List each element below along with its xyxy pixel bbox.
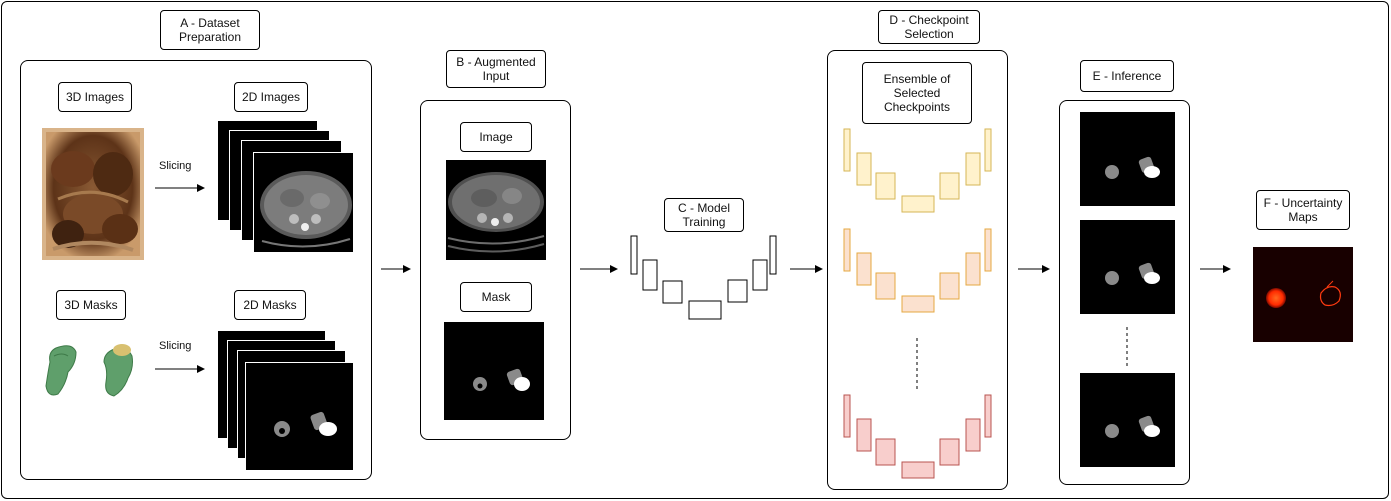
augmented-mask [444,322,544,420]
mask-slice-content [274,411,337,437]
slicing-label-top: Slicing [159,160,192,172]
unet-layer-block [901,195,935,213]
unet-layer-block [727,279,748,303]
unet-layer-block [939,272,960,300]
inference-output-1 [1080,112,1175,206]
2d-mask-stack [217,330,353,470]
unet-layer-block [630,235,638,275]
unet-layer-block [856,252,872,286]
unet-layer-block [901,295,935,313]
2d-image-stack [217,120,353,252]
unet-layer-block [642,259,658,291]
dataset-preparation-title: A - Dataset Preparation [160,10,260,50]
3d-mask-volumes [45,344,133,397]
unet-checkpoint-3 [843,394,992,479]
unet-layer-block [688,300,722,320]
inference-mask-n [1105,415,1160,438]
unet-checkpoint-1 [843,128,992,213]
ensemble-label: Ensemble of Selected Checkpoints [862,62,972,124]
unet-layer-block [984,128,992,172]
augmented-image [446,160,546,260]
2d-masks-label: 2D Masks [234,290,306,320]
image-label: Image [460,122,532,152]
unet-layer-block [939,172,960,200]
inference-title: E - Inference [1080,60,1174,92]
augmented-ct-slice [447,172,545,253]
ct-slice [260,171,352,248]
inference-output-2 [1080,220,1175,314]
uncertainty-map-content [1266,280,1341,308]
3d-image-volume [42,128,144,260]
unet-layer-block [769,235,777,275]
3d-masks-label: 3D Masks [56,290,126,320]
unet-layer-block [875,272,896,300]
unet-layer-block [662,280,683,304]
slicing-label-bottom: Slicing [159,340,192,352]
unet-layer-block [843,394,851,438]
model-training-title: C - Model Training [664,198,744,232]
unet-layer-block [901,461,935,479]
unet-layer-block [875,172,896,200]
unet-layer-block [875,438,896,466]
uncertainty-maps-title: F - Uncertainty Maps [1256,190,1350,230]
unet-layer-block [752,259,768,291]
unet-checkpoint-2 [843,228,992,313]
unet-model-training [630,235,777,320]
uncertainty-map [1253,247,1353,342]
unet-layer-block [856,418,872,452]
augmented-input-title: B - Augmented Input [446,50,546,88]
inference-mask-2 [1105,262,1160,285]
mask-slice-front [245,362,353,470]
unet-layer-block [965,418,981,452]
2d-images-label: 2D Images [234,82,308,112]
unet-layer-block [984,394,992,438]
unet-layer-block [843,128,851,172]
augmented-mask-content [473,368,530,391]
inference-output-n [1080,373,1175,467]
unet-layer-block [939,438,960,466]
mask-label: Mask [460,282,532,312]
unet-layer-block [984,228,992,272]
unet-layer-block [843,228,851,272]
checkpoint-selection-title: D - Checkpoint Selection [878,10,980,44]
3d-images-label: 3D Images [58,82,132,112]
unet-layer-block [965,152,981,186]
inference-mask-1 [1105,156,1160,179]
unet-layer-block [965,252,981,286]
slice-front [253,152,353,252]
unet-layer-block [856,152,872,186]
